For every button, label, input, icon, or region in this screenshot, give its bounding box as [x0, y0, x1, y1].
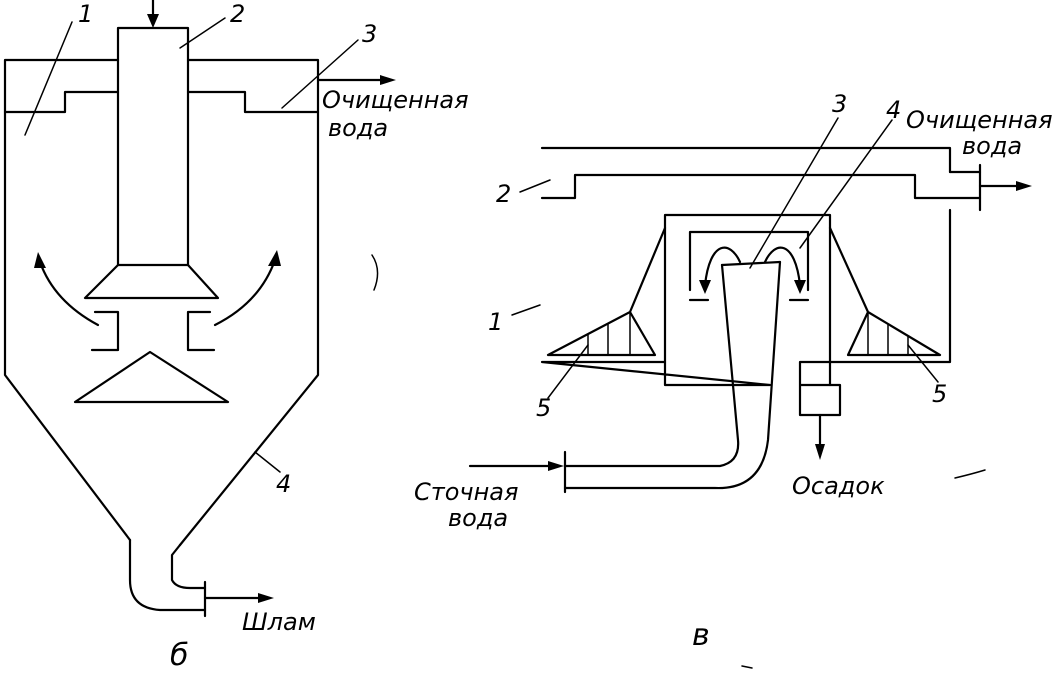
- scan-mark: [954, 469, 986, 479]
- right-leader-4: [799, 119, 893, 249]
- left-leader-2: [179, 17, 226, 49]
- right-callout-4: 4: [886, 96, 901, 124]
- left-tank-body: [3, 58, 320, 547]
- right-callout-5-right: 5: [932, 380, 947, 408]
- right-sediment-arrowhead: [815, 444, 825, 460]
- left-weir: [3, 90, 320, 114]
- left-sludge-pipe: [128, 538, 207, 612]
- left-flow-arrowhead-left: [34, 252, 46, 268]
- left-settler: 1 2 3 4 Очищенная вода Шлам б: [3, 0, 469, 673]
- right-baffle-right: [828, 226, 942, 357]
- right-pipe-mouth: [720, 260, 782, 267]
- right-central-chamber: [663, 213, 832, 387]
- left-callout-1: 1: [78, 0, 93, 28]
- scan-mark: [371, 254, 379, 291]
- left-bell: [83, 263, 220, 300]
- left-flow-curve-right: [213, 258, 277, 327]
- right-caption: в: [692, 618, 710, 653]
- right-callout-5-left: 5: [536, 394, 551, 422]
- right-callout-1: 1: [488, 308, 503, 336]
- left-sludge-arrowhead: [258, 593, 274, 603]
- right-upflow-pipe: [563, 260, 782, 490]
- left-leader-1: [24, 21, 73, 136]
- left-reflector-cone: [73, 350, 230, 404]
- right-weir: [540, 170, 982, 200]
- right-baffle-left: [546, 226, 667, 357]
- left-leader-3: [281, 39, 359, 109]
- scan-mark: [741, 665, 753, 669]
- right-distribution-box: [688, 230, 810, 302]
- right-tank-body: [540, 146, 952, 417]
- left-leader-4: [254, 451, 281, 473]
- right-inlet-label-line2: вода: [448, 504, 508, 532]
- right-settler: 1 2 3 4 5 5 Очищенная вода Сточная вода …: [414, 90, 1053, 653]
- left-outlet-label-line1: Очищенная: [322, 86, 469, 114]
- right-callout-3: 3: [832, 90, 847, 118]
- right-outlet-label-line1: Очищенная: [906, 106, 1053, 134]
- right-leader-3: [749, 117, 839, 269]
- right-outlet-arrowhead: [1016, 181, 1032, 191]
- left-outlet-arrowhead: [380, 75, 396, 85]
- right-flow-arrowhead-left: [699, 280, 711, 294]
- left-nozzle-left: [90, 310, 120, 352]
- right-flow-arrowhead-right: [794, 280, 806, 294]
- right-leader-1: [511, 304, 541, 316]
- left-caption: б: [170, 638, 189, 673]
- left-central-tube: [116, 26, 190, 267]
- right-inlet-arrowhead: [548, 461, 564, 471]
- right-flow-arc-right: [763, 246, 802, 287]
- right-sediment-label: Осадок: [792, 472, 885, 500]
- right-flow-arc-left: [703, 246, 742, 287]
- left-inlet-arrowhead: [147, 14, 159, 28]
- right-outlet-label-line2: вода: [962, 132, 1022, 160]
- left-callout-2: 2: [230, 0, 245, 28]
- left-sludge-label: Шлам: [242, 608, 316, 636]
- left-callout-3: 3: [362, 20, 377, 48]
- right-baffle-left-ribs: [587, 311, 631, 356]
- left-outlet-label-line2: вода: [328, 114, 388, 142]
- right-callout-2: 2: [496, 180, 511, 208]
- right-leader-5-left: [547, 344, 589, 399]
- left-nozzle-right: [186, 310, 216, 352]
- right-leader-2: [519, 179, 551, 193]
- left-callout-4: 4: [276, 470, 291, 498]
- left-flow-curve-left: [38, 260, 100, 327]
- right-inlet-label-line1: Сточная: [414, 478, 518, 506]
- left-flow-arrowhead-right: [268, 250, 281, 266]
- right-leader-5-right: [907, 344, 939, 383]
